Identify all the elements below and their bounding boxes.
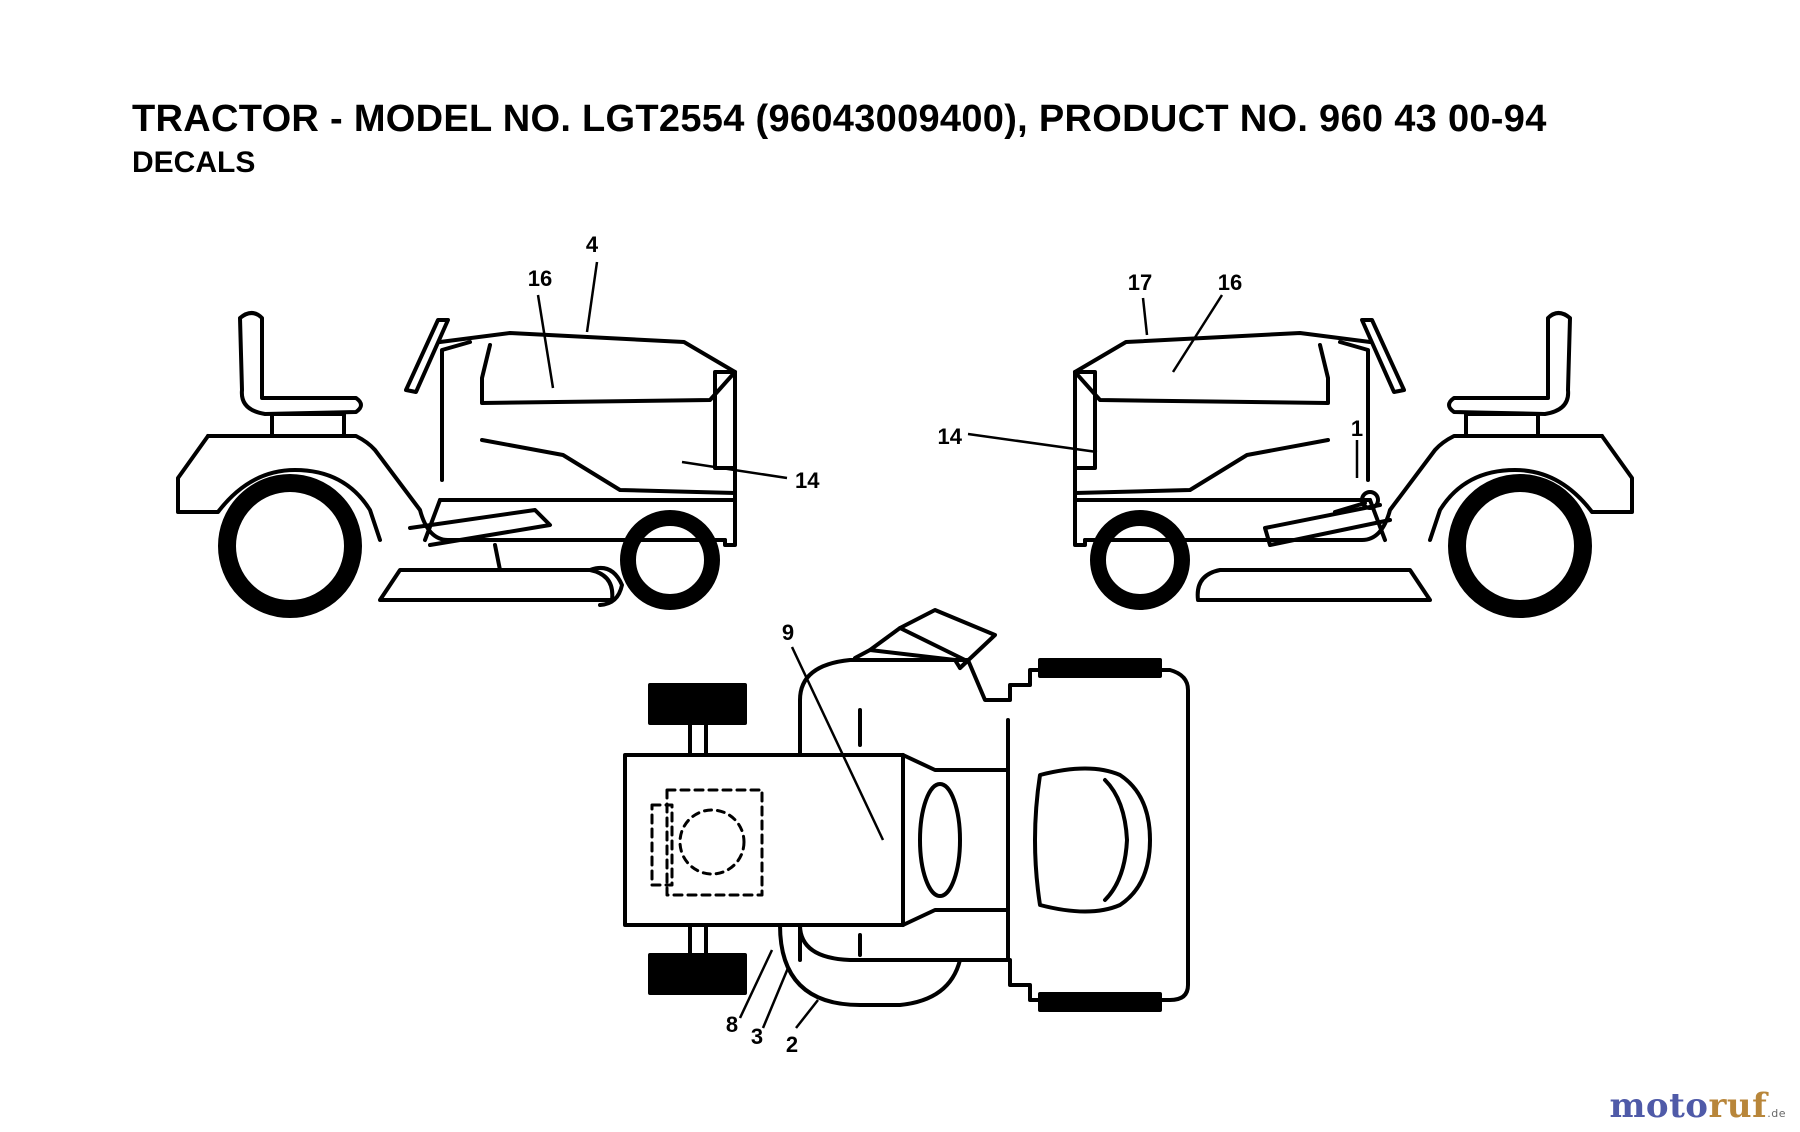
callout-1: 1 [1351,416,1363,441]
callout-17: 17 [1128,270,1152,295]
callout-16: 16 [528,266,552,291]
callout-2: 2 [786,1032,798,1057]
leader-lines [536,261,1359,1029]
callout-9: 9 [782,620,794,645]
watermark-logo: motoruf.de [1609,1086,1786,1126]
callout-4: 4 [586,232,599,257]
tractor-left-side-view [176,311,737,607]
front-wheel-icon [620,510,720,610]
callout-16-right: 16 [1218,270,1242,295]
callout-3: 3 [751,1024,763,1049]
rear-wheel-icon [218,474,362,618]
diagram-title: TRACTOR - MODEL NO. LGT2554 (96043009400… [132,98,1547,140]
diagram-subtitle: DECALS [132,146,256,179]
callout-14: 14 [795,468,820,493]
tractor-top-view [623,608,1190,1012]
tractor-right-side-view [1073,311,1634,618]
callout-8: 8 [726,1012,738,1037]
callout-14-right: 14 [938,424,963,449]
